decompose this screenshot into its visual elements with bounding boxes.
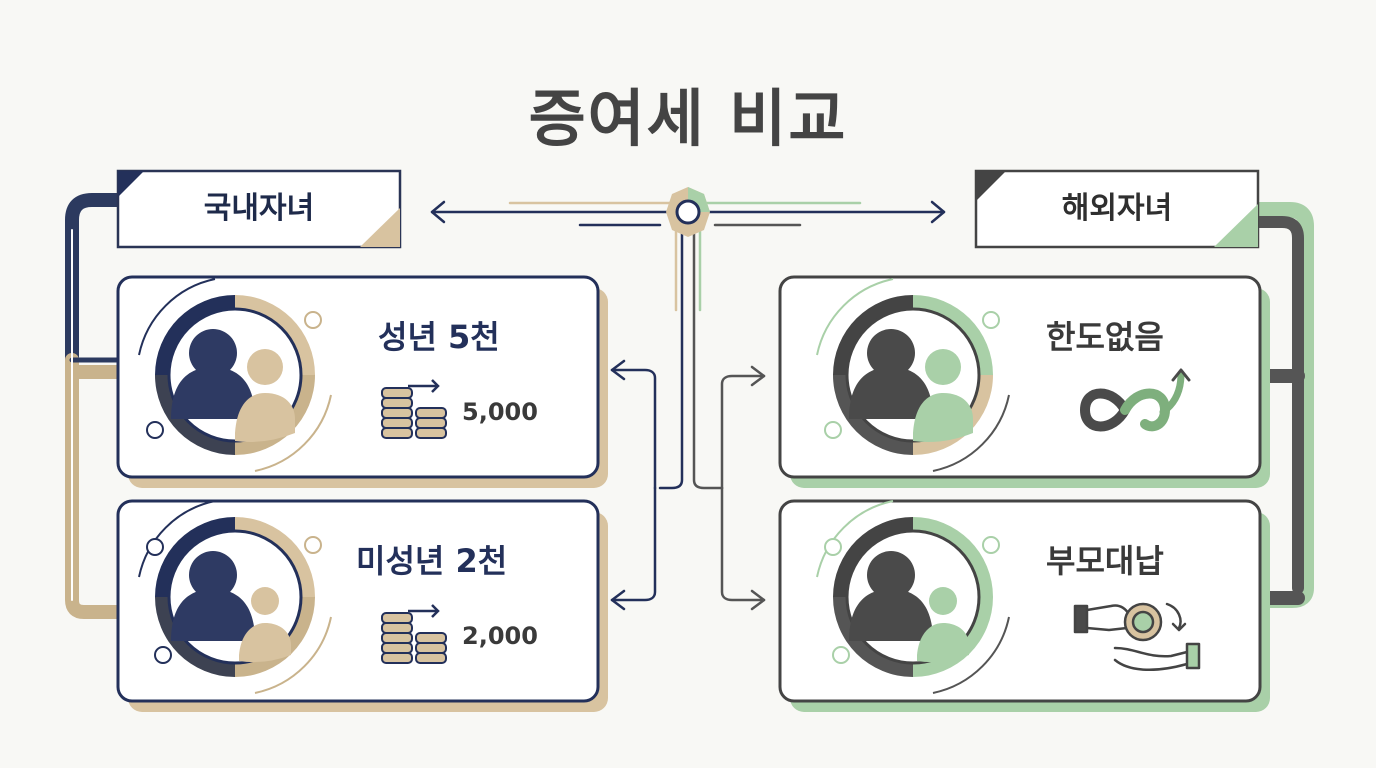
domestic-card-2-label: 미성년 2천 [356,542,508,580]
domestic-card-1-amount: 5,000 [462,398,538,426]
hand-coin-icon [1073,602,1201,671]
hub-connectors [430,200,946,611]
overseas-tab-box [974,169,1260,249]
overseas-person-badge-1-icon [816,278,1010,472]
domestic-person-badge-1-icon [138,278,332,472]
overseas-tab-label: 해외자녀 [1061,191,1173,226]
domestic-card-2-amount: 2,000 [462,622,538,650]
domestic-person-badge-2-icon [138,500,332,694]
overseas-person-badge-2-icon [816,500,1010,694]
domestic-frame [65,193,125,619]
domestic-card-1-label: 성년 5천 [378,318,500,356]
coin-stack-2-icon [381,604,447,664]
overseas-card-1-label: 한도없음 [1046,318,1164,356]
domestic-tab-label: 국내자녀 [203,191,315,226]
page-title: 증여세 비교 [528,82,848,155]
infinity-arrow-icon [1080,368,1191,432]
overseas-card-2-label: 부모대납 [1046,542,1164,580]
coin-stack-1-icon [381,379,447,439]
hub-node-icon [666,187,710,237]
domestic-tab-box [116,169,402,249]
